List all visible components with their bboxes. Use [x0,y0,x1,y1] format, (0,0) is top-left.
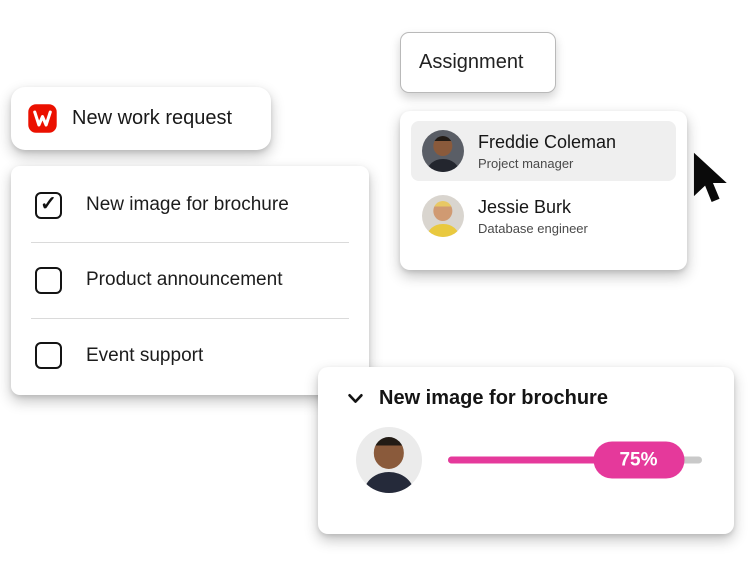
checklist-item-label: Event support [86,344,204,366]
progress-pill-label: 75% [619,449,658,470]
avatar-freddie [422,130,464,172]
checklist-card: ✓ New image for brochure ✓ Product annou… [11,166,369,395]
progress-pill[interactable]: 75% [593,441,684,479]
assignee-name: Freddie Coleman [478,131,617,152]
progress-avatar [356,427,422,493]
work-request-card[interactable]: New work request [11,87,271,150]
assignee-row[interactable]: Freddie Coleman Project manager [411,121,676,181]
checklist-item-label: New image for brochure [86,194,289,216]
progress-card-header: New image for brochure [342,387,710,410]
cursor-icon [693,152,727,202]
checkmark-icon: ✓ [40,193,57,216]
progress-fill [448,456,639,464]
assignee-row[interactable]: Jessie Burk Database engineer [411,186,676,246]
assignees-card: Freddie Coleman Project manager Jessie B… [400,111,687,270]
checklist-row[interactable]: ✓ Product announcement [11,243,369,317]
chevron-down-icon[interactable] [346,389,365,408]
progress-slider[interactable]: 75% [448,440,702,480]
workfront-logo-icon [28,104,57,133]
checkbox[interactable]: ✓ [35,191,62,219]
checkbox[interactable]: ✓ [35,342,62,370]
assignee-name: Jessie Burk [478,196,572,217]
checklist-row[interactable]: ✓ Event support [11,319,369,393]
divider [31,317,349,319]
assignment-label-card: Assignment [400,32,556,93]
checklist-item-label: Product announcement [86,269,283,291]
assignee-role: Project manager [478,155,574,171]
progress-card: New image for brochure 75% [318,367,734,534]
work-request-label: New work request [72,107,233,129]
progress-card-body: 75% [342,427,710,493]
checklist-row[interactable]: ✓ New image for brochure [11,168,369,242]
checkbox[interactable]: ✓ [35,266,62,294]
avatar-jessie [422,195,464,237]
progress-card-title: New image for brochure [379,387,608,409]
assignee-role: Database engineer [478,220,588,236]
assignment-label: Assignment [419,51,524,73]
divider [31,242,349,244]
